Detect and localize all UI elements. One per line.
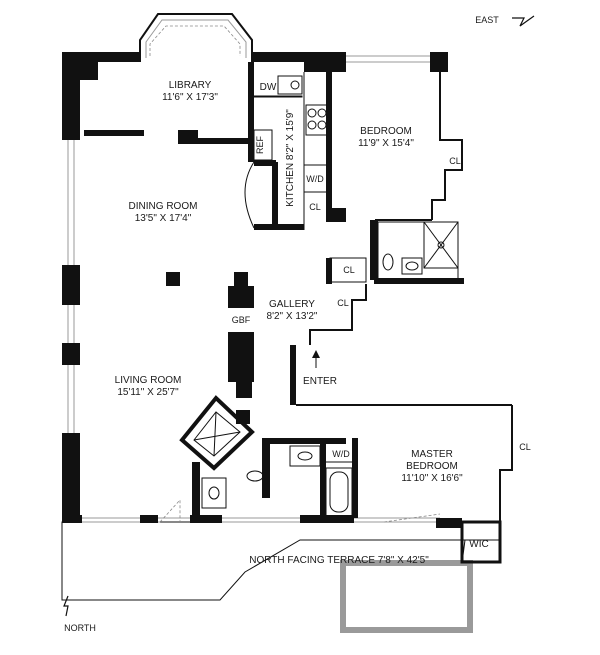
kitchen-cl-label: CL — [309, 202, 321, 212]
bedroom-cl-label: CL — [449, 156, 461, 166]
wic-label: WIC — [469, 539, 488, 550]
master-bedroom-dims: 11'10" X 16'6" — [401, 473, 463, 484]
dining-room-label: DINING ROOM — [129, 201, 198, 212]
master-bedroom-label-2: BEDROOM — [406, 461, 458, 472]
bedroom-dims: 11'9" X 15'4" — [358, 138, 414, 149]
gallery-cl-label: CL — [337, 298, 349, 308]
compass-north-arrow — [63, 595, 69, 617]
dining-room-dims: 13'5" X 17'4" — [135, 213, 192, 224]
kitchen-label: KITCHEN 8'2" X 15'9" — [285, 109, 296, 207]
terrace-label: NORTH FACING TERRACE 7'8" X 42'5" — [249, 555, 429, 566]
bath-cl-label: CL — [343, 265, 355, 275]
terrace-outline — [61, 521, 501, 633]
kitchen-wd-label: W/D — [306, 174, 324, 184]
gallery-label: GALLERY — [269, 299, 315, 310]
master-bedroom-label: MASTER — [411, 449, 453, 460]
compass-north-label: NORTH — [64, 623, 96, 633]
master-wd-label: W/D — [332, 449, 350, 459]
ref-label: REF — [255, 135, 265, 154]
exterior-walls — [62, 13, 463, 523]
compass-east-arrow — [512, 15, 535, 27]
dw-label: DW — [260, 82, 277, 93]
enter-label: ENTER — [303, 376, 337, 387]
bedroom-label: BEDROOM — [360, 126, 412, 137]
library-label: LIBRARY — [169, 80, 212, 91]
interior-walls — [84, 62, 513, 564]
master-cl-label: CL — [519, 442, 531, 452]
gbf-label: GBF — [232, 315, 251, 325]
living-room-label: LIVING ROOM — [115, 375, 182, 386]
living-room-dims: 15'11" X 25'7" — [117, 387, 179, 398]
library-dims: 11'6" X 17'3" — [162, 92, 218, 103]
gallery-dims: 8'2" X 13'2" — [267, 311, 318, 322]
compass-east-label: EAST — [475, 15, 499, 25]
